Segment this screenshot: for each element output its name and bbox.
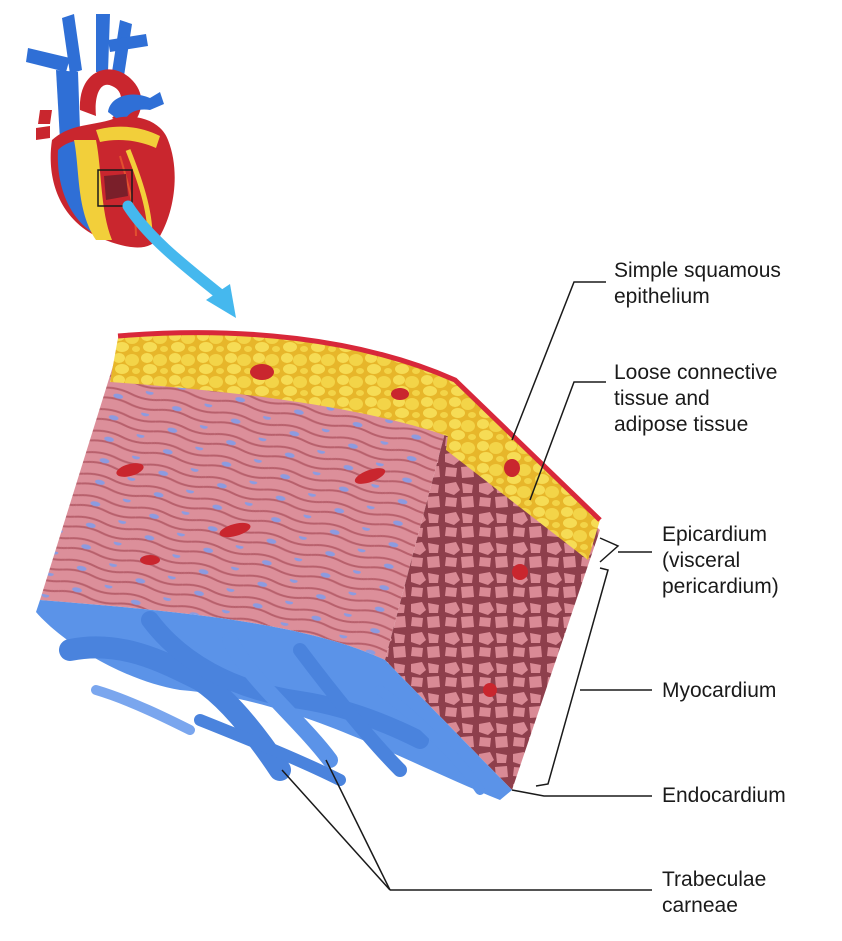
label-simple-squamous-epithelium: Simple squamous epithelium	[614, 258, 781, 310]
heart-thumbnail	[26, 14, 175, 248]
label-endocardium: Endocardium	[662, 783, 786, 809]
label-line: Trabeculae	[662, 868, 767, 891]
label-myocardium: Myocardium	[662, 678, 776, 704]
label-trabeculae-carneae: Trabeculae carneae	[662, 867, 766, 919]
label-line: carneae	[662, 894, 738, 917]
label-line: adipose tissue	[614, 413, 749, 436]
label-line: Endocardium	[662, 784, 786, 807]
label-line: Myocardium	[662, 679, 777, 702]
leader-lines	[281, 281, 652, 891]
label-line: Simple squamous	[614, 259, 781, 282]
label-line: (visceral	[662, 549, 741, 572]
label-loose-connective-tissue: Loose connective tissue and adipose tiss…	[614, 360, 777, 438]
zoom-arrow	[122, 200, 236, 318]
label-line: Epicardium	[662, 523, 768, 546]
label-line: tissue and	[614, 387, 710, 410]
label-line: pericardium)	[662, 575, 779, 598]
label-line: Loose connective	[614, 361, 778, 384]
label-line: epithelium	[614, 285, 710, 308]
tissue-block	[36, 330, 602, 800]
label-epicardium: Epicardium (visceral pericardium)	[662, 522, 779, 600]
